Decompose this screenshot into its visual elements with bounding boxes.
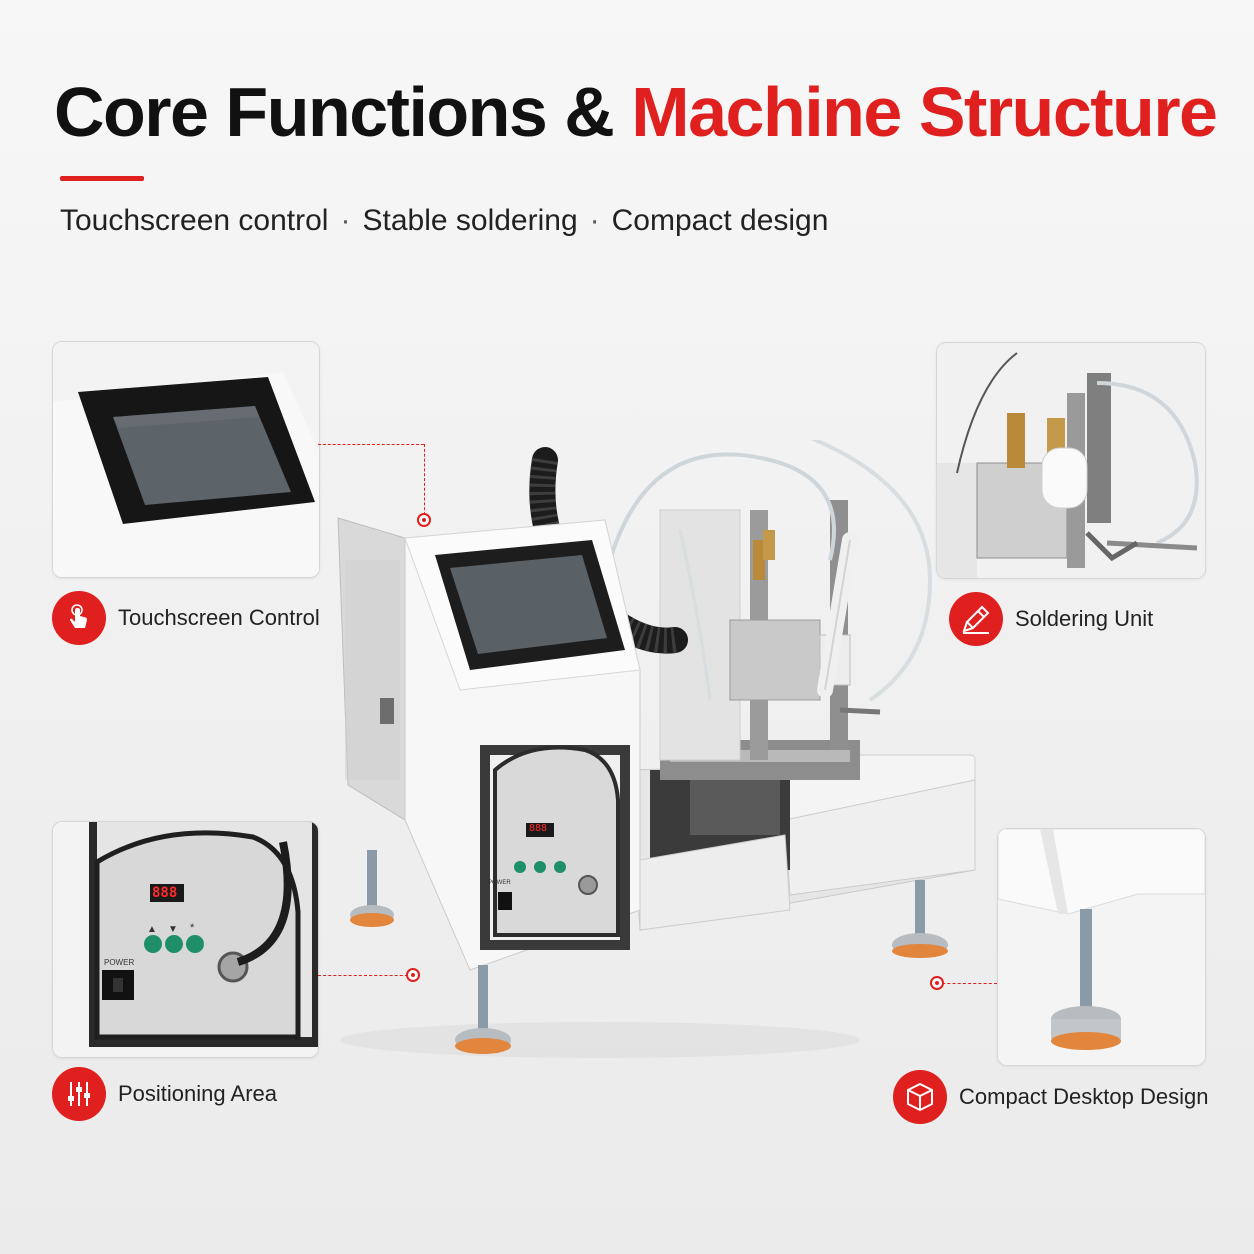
page-title: Core Functions & Machine Structure — [54, 72, 1218, 152]
positioning-leader — [318, 975, 413, 976]
title-main: Core Functions & — [54, 73, 632, 151]
sliders-icon — [52, 1067, 106, 1121]
subtitle-item-soldering: Stable soldering — [362, 204, 578, 237]
cube-icon — [893, 1070, 947, 1124]
machine-power-label: POWER — [488, 880, 511, 886]
subtitle-item-touchscreen: Touchscreen control — [60, 204, 329, 237]
controller-button-glyph-star: * — [190, 922, 195, 934]
touchscreen-marker — [417, 513, 431, 527]
soldering-closeup-image — [937, 343, 1205, 578]
feature-compact-desktop-design: Compact Desktop Design — [893, 1070, 1208, 1124]
touchscreen-leader-v — [424, 444, 425, 520]
desktop-marker — [930, 976, 944, 990]
controller-button-glyph-down: ▼ — [168, 924, 178, 935]
controller-temp-display: 888 — [152, 885, 178, 901]
soldering-pen-icon — [949, 592, 1003, 646]
touchscreen-closeup-card — [52, 341, 320, 578]
feature-label: Compact Desktop Design — [959, 1084, 1209, 1109]
feature-label: Positioning Area — [118, 1081, 277, 1106]
machine-illustration — [337, 440, 976, 1058]
desktop-closeup-image — [998, 829, 1205, 1065]
title-accent: Machine Structure — [631, 73, 1218, 151]
subtitle-separator: · — [589, 204, 600, 237]
desktop-leader — [937, 983, 997, 984]
subtitle: Touchscreen control · Stable soldering · Com… — [60, 204, 828, 238]
feature-touchscreen-control: Touchscreen Control — [52, 591, 320, 645]
controller-button-glyph-up: ▲ — [147, 924, 157, 935]
feature-label: Soldering Unit — [1015, 606, 1154, 631]
subtitle-item-compact: Compact design — [611, 204, 829, 237]
title-underline — [60, 176, 144, 181]
touchscreen-leader-h — [318, 444, 424, 445]
subtitle-separator: · — [340, 204, 351, 237]
feature-label: Touchscreen Control — [118, 605, 320, 630]
desktop-closeup-card — [997, 828, 1206, 1066]
feature-positioning-area: Positioning Area — [52, 1067, 277, 1121]
touchscreen-closeup-image — [53, 342, 319, 577]
machine-temp-display: 888 — [529, 823, 548, 834]
touch-hand-icon — [52, 591, 106, 645]
controller-power-label: POWER — [104, 958, 135, 967]
positioning-marker — [406, 968, 420, 982]
soldering-closeup-card — [936, 342, 1206, 579]
controller-closeup-card — [52, 821, 319, 1058]
feature-soldering-unit: Soldering Unit — [949, 592, 1153, 646]
controller-closeup-image — [53, 822, 318, 1057]
